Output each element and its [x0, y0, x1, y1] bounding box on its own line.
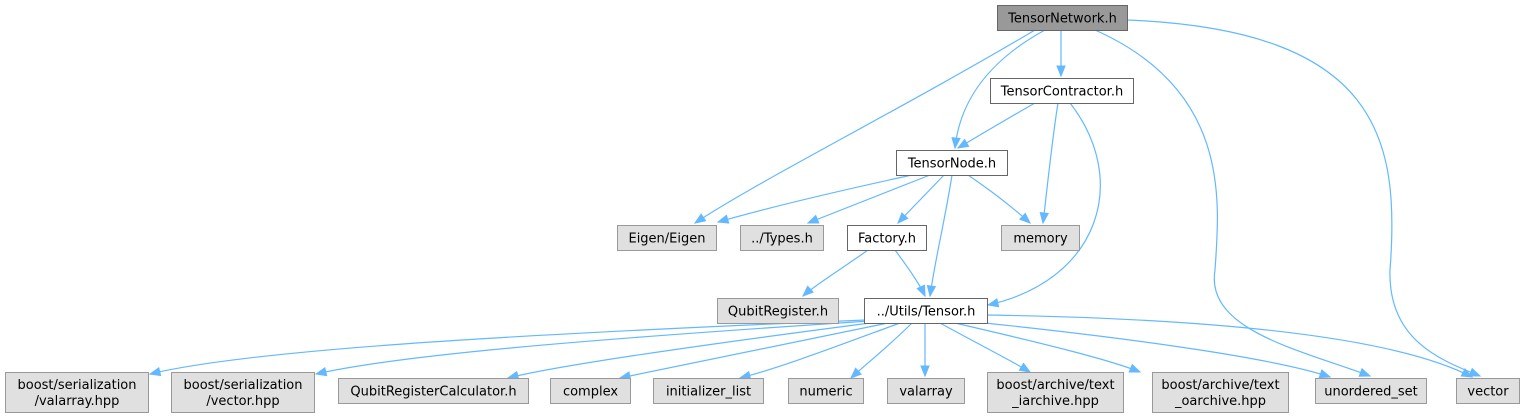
node-tn[interactable]: TensorNetwork.h — [997, 5, 1128, 31]
edge-tensor-uset — [974, 321, 1332, 379]
node-complex: complex — [550, 378, 631, 404]
edge-tensor-valarray — [920, 322, 930, 378]
node-box — [338, 378, 529, 404]
node-label: TensorNetwork.h — [1007, 12, 1117, 27]
node-label: Factory.h — [858, 232, 916, 247]
edge-tensor-qrc — [506, 321, 879, 381]
node-label: valarray — [899, 385, 953, 400]
node-factory[interactable]: Factory.h — [847, 225, 927, 251]
node-label: /valarray.hpp — [35, 394, 120, 409]
edge-tensor-bsval — [148, 319, 867, 377]
edge-tensor-vector — [986, 314, 1474, 378]
node-box — [1456, 378, 1520, 404]
node-box — [864, 298, 988, 324]
node-label: boost/serialization — [17, 378, 136, 393]
node-label: _oarchive.hpp — [1174, 394, 1266, 409]
edge-tensor-bato — [954, 322, 1142, 373]
edge-tensor-bati — [939, 322, 1032, 373]
node-box — [550, 378, 631, 404]
edge-tn-eigen — [693, 29, 1036, 224]
node-numeric: numeric — [788, 378, 864, 404]
node-label: TensorContractor.h — [1000, 85, 1123, 100]
edge-tnode-memory — [967, 174, 1032, 224]
edge-factory-qreg — [802, 249, 869, 297]
node-bati: boost/archive/text_iarchive.hpp — [987, 372, 1124, 413]
node-box — [740, 225, 824, 251]
edge-tn-uset — [1094, 29, 1372, 377]
edge-tc-memory — [1039, 102, 1059, 225]
node-box — [1315, 378, 1427, 404]
node-box — [847, 225, 927, 251]
node-box — [717, 298, 839, 324]
node-uset: unordered_set — [1315, 378, 1427, 404]
node-label: TensorNode.h — [907, 157, 996, 172]
edge-tn-tc — [1056, 29, 1066, 78]
edge-tensor-numeric — [850, 322, 913, 379]
node-label: QubitRegisterCalculator.h — [350, 385, 516, 400]
node-memory: memory — [1001, 225, 1080, 251]
node-label: unordered_set — [1324, 385, 1417, 400]
edge-tc-tnode — [956, 102, 1036, 149]
node-box — [653, 378, 764, 404]
node-vector: vector — [1456, 378, 1520, 404]
node-label: vector — [1467, 385, 1509, 400]
node-box — [617, 225, 717, 251]
node-types: ../Types.h — [740, 225, 824, 251]
node-label: numeric — [799, 385, 852, 400]
node-eigen: Eigen/Eigen — [617, 225, 717, 251]
node-box — [788, 378, 864, 404]
edge-tnode-factory — [897, 174, 945, 224]
node-label: ../Utils/Tensor.h — [877, 305, 976, 320]
node-label: ../Types.h — [751, 232, 813, 247]
node-box — [5, 372, 149, 413]
node-label: initializer_list — [666, 385, 751, 400]
node-bsval: boost/serialization/valarray.hpp — [5, 372, 149, 413]
node-qrc: QubitRegisterCalculator.h — [338, 378, 529, 404]
node-label: memory — [1013, 232, 1068, 247]
node-qreg: QubitRegister.h — [717, 298, 839, 324]
edge-tensor-initlist — [738, 322, 901, 381]
node-box — [1152, 372, 1289, 413]
node-label: /vector.hpp — [206, 394, 279, 409]
node-tensor[interactable]: ../Utils/Tensor.h — [864, 298, 988, 324]
node-label: QubitRegister.h — [728, 305, 828, 320]
node-box — [987, 372, 1124, 413]
edge-tnode-tensor — [926, 174, 953, 298]
edge-tnode-eigen — [716, 174, 913, 224]
node-box — [990, 78, 1134, 104]
node-box — [896, 150, 1008, 176]
node-box — [1001, 225, 1080, 251]
node-bato: boost/archive/text_oarchive.hpp — [1152, 372, 1289, 413]
node-label: boost/archive/text — [1161, 378, 1279, 393]
node-label: boost/archive/text — [996, 378, 1114, 393]
node-box — [171, 372, 315, 413]
node-label: complex — [563, 385, 618, 400]
node-initlist: initializer_list — [653, 378, 764, 404]
node-tc[interactable]: TensorContractor.h — [990, 78, 1134, 104]
edges-layer — [148, 19, 1482, 381]
node-tnode[interactable]: TensorNode.h — [896, 150, 1008, 176]
edge-tn-tnode — [951, 29, 1046, 150]
edge-factory-tensor — [894, 249, 926, 298]
edge-tnode-types — [806, 174, 931, 224]
nodes-layer: TensorNetwork.hTensorContractor.hTensorN… — [5, 5, 1520, 413]
edge-tn-vector — [1126, 19, 1482, 377]
node-box — [887, 378, 965, 404]
node-label: Eigen/Eigen — [628, 232, 705, 247]
node-bsvec: boost/serialization/vector.hpp — [171, 372, 315, 413]
node-label: boost/serialization — [183, 378, 302, 393]
node-label: _iarchive.hpp — [1011, 394, 1099, 409]
edge-tensor-bsvec — [314, 320, 871, 377]
node-box — [997, 5, 1128, 31]
node-valarray: valarray — [887, 378, 965, 404]
edge-tc-tensor — [986, 102, 1101, 308]
